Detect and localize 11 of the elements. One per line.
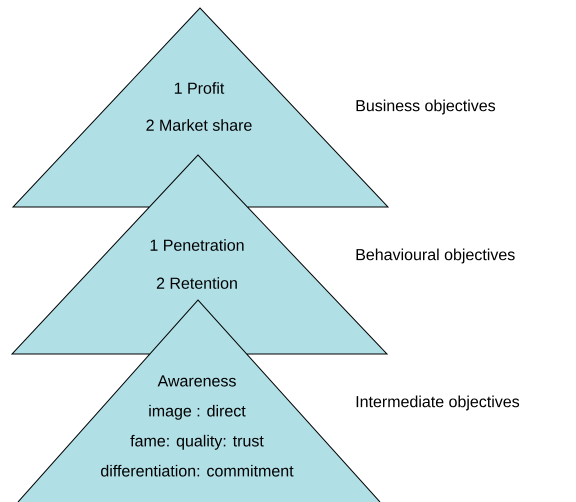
- triangle-text: 2 Retention: [156, 277, 237, 289]
- triangle-text: Awareness: [158, 375, 236, 387]
- triangle-text: 1 Penetration: [150, 239, 244, 251]
- side-label: Behavioural objectives: [356, 248, 515, 264]
- triangle-text: fame: quality: trust: [130, 434, 264, 450]
- triangle-text: 1 Profit: [174, 82, 224, 94]
- side-label: Business objectives: [356, 100, 496, 114]
- triangle-text: image : direct: [149, 404, 246, 420]
- side-label: Intermediate objectives: [356, 396, 520, 410]
- triangle-text: differentiation: commitment: [101, 464, 294, 477]
- triangle-text: 2 Market share: [146, 119, 252, 131]
